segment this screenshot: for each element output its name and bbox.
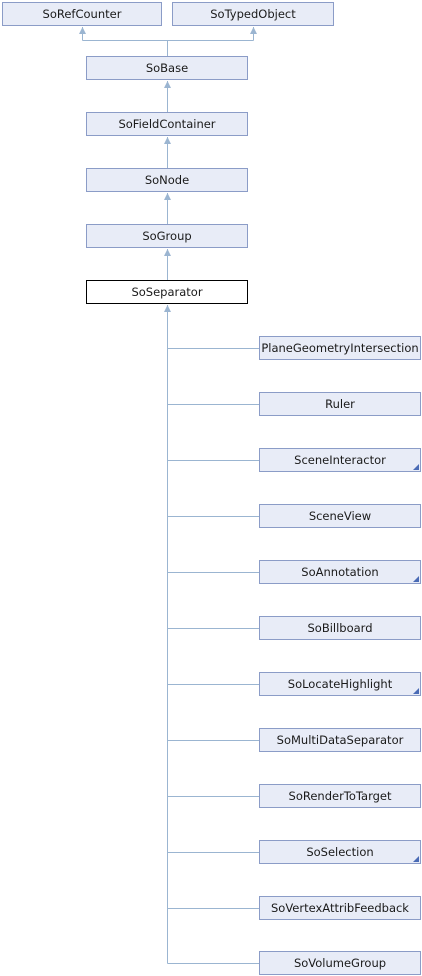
class-so-typed-object[interactable]: SoTypedObject	[172, 2, 334, 26]
class-so-locate-highlight[interactable]: SoLocateHighlight	[259, 672, 421, 696]
class-label: SoSeparator	[131, 285, 203, 299]
class-so-selection[interactable]: SoSelection	[259, 840, 421, 864]
class-so-field-container[interactable]: SoFieldContainer	[86, 112, 248, 136]
class-label: SceneView	[308, 509, 372, 523]
class-so-annotation[interactable]: SoAnnotation	[259, 560, 421, 584]
class-so-separator-current: SoSeparator	[86, 280, 248, 304]
class-label: SoTypedObject	[210, 7, 296, 21]
class-so-ref-counter[interactable]: SoRefCounter	[2, 2, 162, 26]
class-label: SoNode	[144, 173, 190, 187]
subclasses-indicator-icon	[413, 856, 419, 862]
class-label: SoBase	[145, 61, 189, 75]
class-label: SoGroup	[142, 229, 192, 243]
class-label: SoFieldContainer	[118, 117, 216, 131]
class-so-node[interactable]: SoNode	[86, 168, 248, 192]
class-so-vertex-attrib-feedback[interactable]: SoVertexAttribFeedback	[259, 896, 421, 920]
inheritance-edges	[79, 27, 259, 964]
class-scene-interactor[interactable]: SceneInteractor	[259, 448, 421, 472]
class-label: Ruler	[325, 397, 355, 411]
subclasses-indicator-icon	[413, 576, 419, 582]
class-label: SoRenderToTarget	[288, 789, 392, 803]
class-ruler[interactable]: Ruler	[259, 392, 421, 416]
class-label: SoVolumeGroup	[293, 956, 387, 970]
class-plane-geometry-intersection[interactable]: PlaneGeometryIntersection	[259, 336, 421, 360]
class-so-multi-data-separator[interactable]: SoMultiDataSeparator	[259, 728, 421, 752]
class-label: SoLocateHighlight	[287, 677, 393, 691]
class-label: SoSelection	[306, 845, 374, 859]
class-scene-view[interactable]: SceneView	[259, 504, 421, 528]
class-so-base[interactable]: SoBase	[86, 56, 248, 80]
class-label: SoMultiDataSeparator	[276, 733, 404, 747]
class-so-render-to-target[interactable]: SoRenderToTarget	[259, 784, 421, 808]
class-so-billboard[interactable]: SoBillboard	[259, 616, 421, 640]
class-so-group[interactable]: SoGroup	[86, 224, 248, 248]
class-label: SoBillboard	[307, 621, 373, 635]
class-label: SoRefCounter	[42, 7, 122, 21]
class-label: SceneInteractor	[294, 453, 386, 467]
subclasses-indicator-icon	[413, 464, 419, 470]
class-so-volume-group[interactable]: SoVolumeGroup	[259, 951, 421, 975]
class-label: PlaneGeometryIntersection	[261, 341, 419, 355]
class-label: SoAnnotation	[301, 565, 379, 579]
class-label: SoVertexAttribFeedback	[271, 901, 409, 915]
subclasses-indicator-icon	[413, 688, 419, 694]
